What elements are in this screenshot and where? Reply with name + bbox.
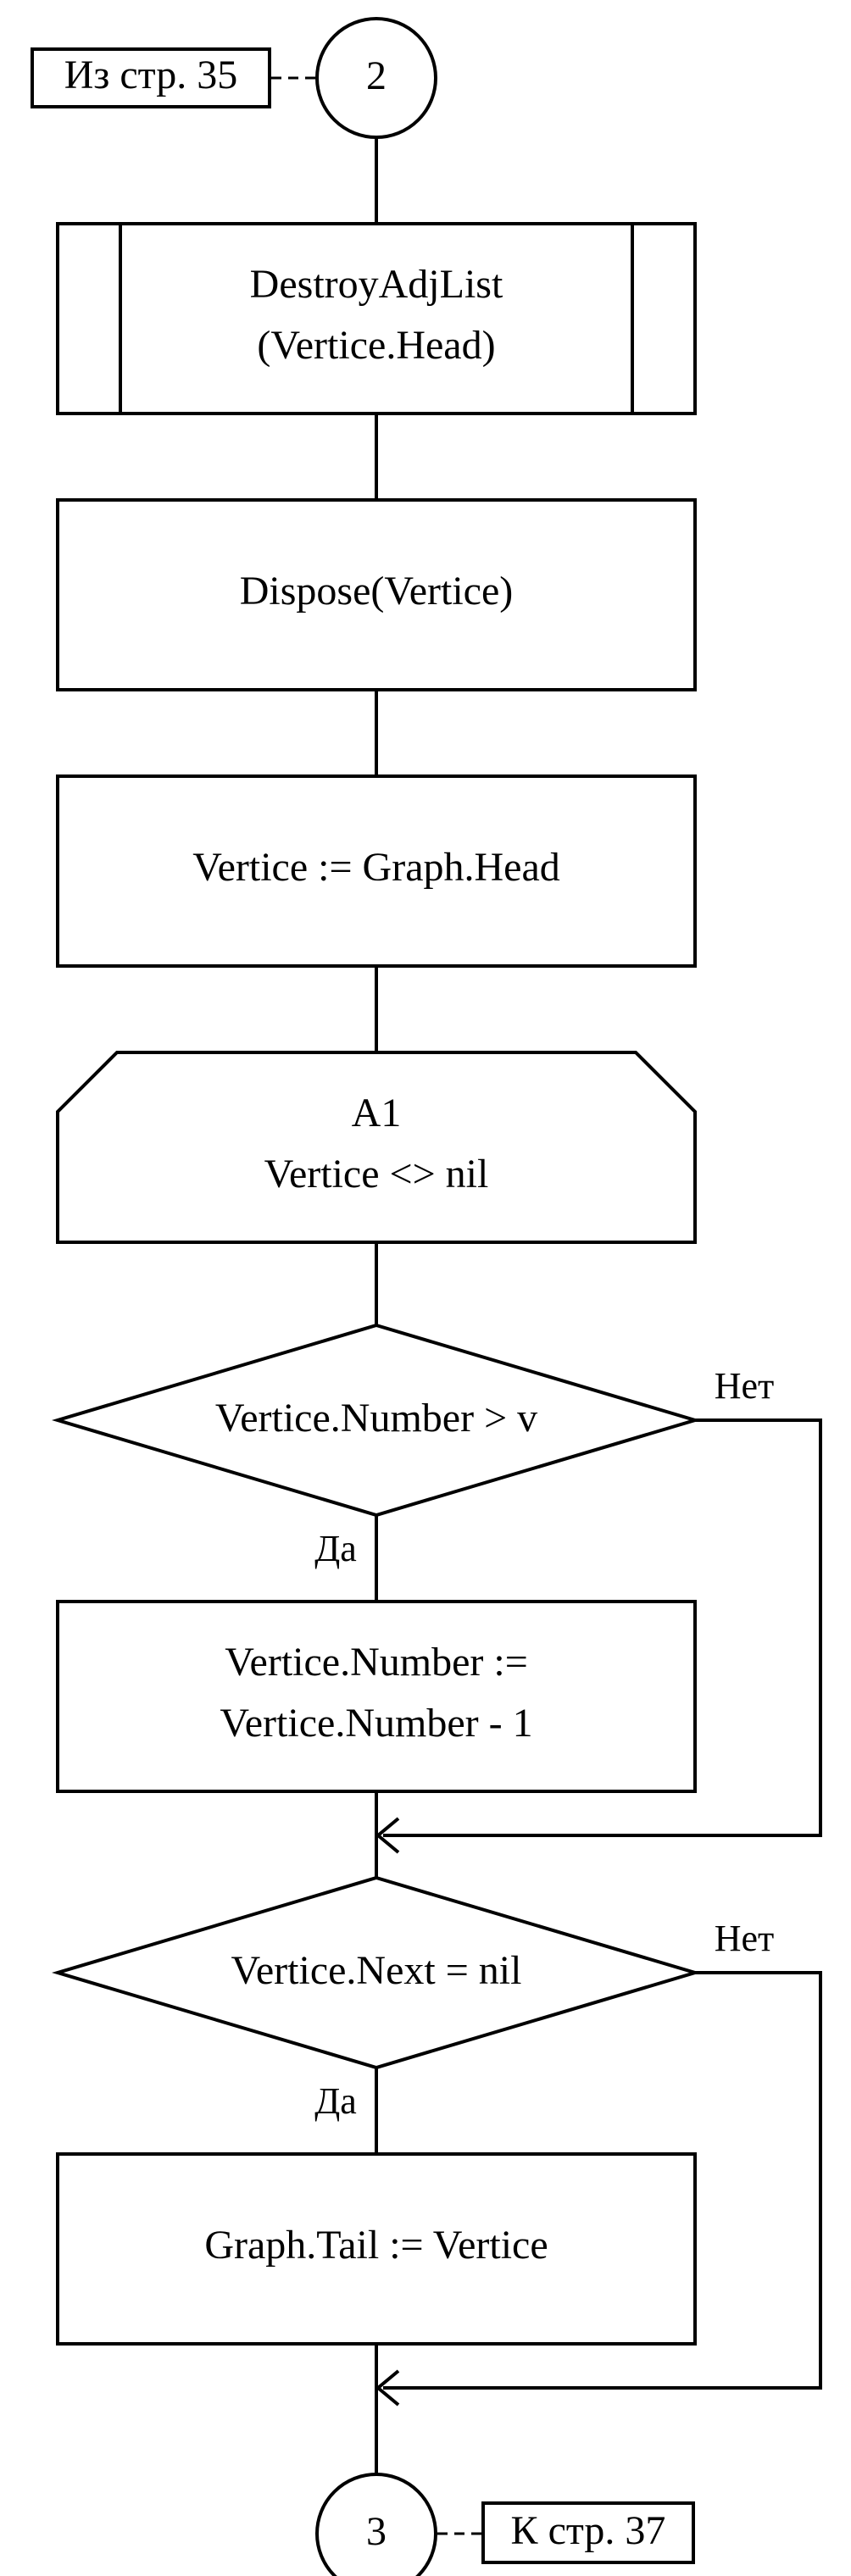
next-merge-arrow	[375, 2369, 400, 2407]
bottom-page-reference-text: К стр. 37	[511, 2508, 666, 2553]
dispose-text: Dispose(Vertice)	[240, 569, 514, 613]
bottom-page-reference: К стр. 37	[481, 2501, 695, 2564]
number-decision-yes: Да	[314, 1528, 357, 1569]
top-connector: 2	[315, 17, 437, 139]
number-decision: Vertice.Number > v	[51, 1323, 702, 1518]
next-decision-yes: Да	[314, 2080, 357, 2122]
next-decision: Vertice.Next = nil	[51, 1875, 702, 2070]
number-merge-arrow	[375, 1817, 400, 1854]
loop-label: A1	[352, 1091, 402, 1135]
bottom-connector-number: 3	[366, 2509, 387, 2554]
assign-head-text: Vertice := Graph.Head	[192, 845, 560, 890]
decrement-line2: Vertice.Number - 1	[220, 1701, 532, 1746]
destroy-adjlist-line2: (Vertice.Head)	[257, 323, 495, 368]
bottom-connector: 3	[315, 2473, 437, 2576]
decrement-line1: Vertice.Number :=	[225, 1640, 528, 1685]
assign-tail-text: Graph.Tail := Vertice	[204, 2223, 548, 2268]
dispose-block: Dispose(Vertice)	[56, 498, 697, 691]
number-decision-no: Нет	[715, 1365, 775, 1407]
next-decision-no: Нет	[715, 1918, 775, 1959]
next-decision-text: Vertice.Next = nil	[231, 1948, 522, 1993]
loop-start-block: A1 Vertice <> nil	[56, 1051, 697, 1244]
top-page-reference: Из стр. 35	[31, 47, 271, 108]
top-connector-number: 2	[366, 53, 387, 98]
assign-tail-block: Graph.Tail := Vertice	[56, 2152, 697, 2346]
next-no-branch-line	[383, 1971, 822, 2390]
destroy-adjlist-block: DestroyAdjList (Vertice.Head)	[56, 222, 697, 415]
number-no-branch-line	[383, 1418, 822, 1837]
number-decision-text: Vertice.Number > v	[215, 1396, 537, 1441]
top-page-reference-text: Из стр. 35	[64, 53, 238, 97]
assign-head-block: Vertice := Graph.Head	[56, 774, 697, 968]
loop-condition: Vertice <> nil	[264, 1152, 489, 1196]
decrement-block: Vertice.Number := Vertice.Number - 1	[56, 1600, 697, 1793]
destroy-adjlist-line1: DestroyAdjList	[250, 262, 503, 307]
